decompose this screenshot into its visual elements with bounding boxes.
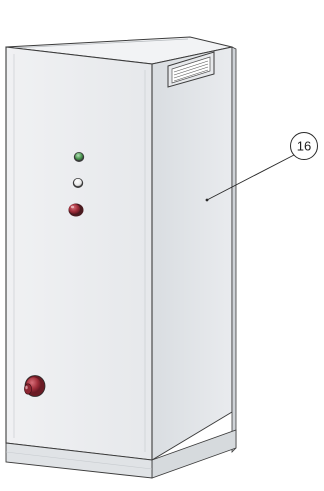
callout-anchor-dot [205, 198, 209, 202]
pilot-light-green-icon [73, 152, 85, 162]
callout-number: 16 [297, 139, 311, 154]
pilot-light-white-icon [72, 178, 84, 188]
cabinet-side-panel [151, 46, 233, 461]
cabinet-front-door [5, 46, 153, 461]
callout-leader-line [206, 154, 295, 201]
push-button-icon [68, 203, 84, 217]
callout-16: 16 [290, 132, 318, 160]
cabinet-rear-edge [231, 46, 237, 453]
vent-grille-icon [167, 51, 215, 88]
lock-icon [24, 375, 46, 397]
